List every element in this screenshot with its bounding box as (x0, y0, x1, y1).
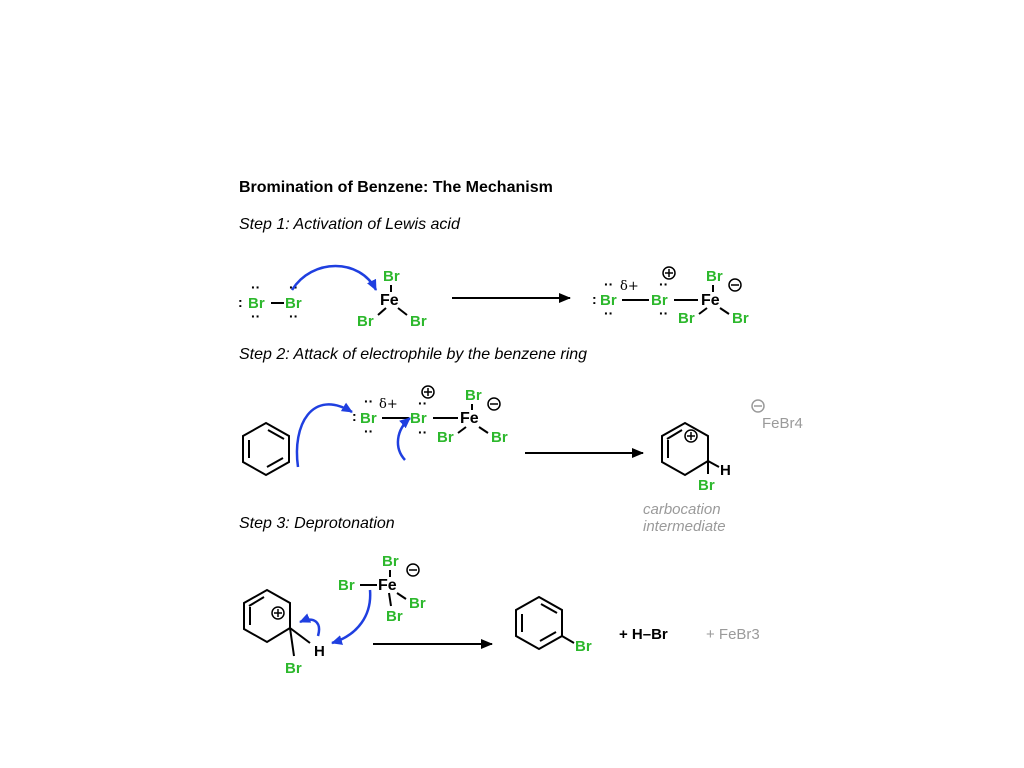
febr4-counterion: FeBr4 (751, 399, 803, 432)
bromine-atom: Br (248, 295, 265, 312)
lone-pair-dots: ·· (604, 276, 613, 292)
hydrogen-atom: H (720, 462, 731, 479)
single-bond (457, 426, 467, 434)
curly-arrow (331, 589, 372, 645)
lone-pair-dots: : (238, 294, 243, 310)
step-3-heading: Step 3: Deprotonation (239, 515, 395, 532)
curly-arrow (295, 402, 353, 468)
single-bond (377, 307, 387, 316)
lone-pair-dots: ·· (364, 393, 373, 409)
carbocation-ring: H Br (661, 421, 731, 494)
bromine-atom: Br (678, 310, 695, 327)
step-2-heading: Step 2: Attack of electrophile by the be… (239, 346, 588, 363)
curly-arrow (299, 613, 321, 637)
iron-atom: Fe (378, 577, 397, 594)
lone-pair-dots: ·· (418, 395, 427, 411)
partial-positive-charge: δ+ (620, 279, 639, 294)
hydrogen-atom: H (314, 643, 325, 660)
positive-charge-icon (421, 385, 435, 399)
bromine-atom: Br (285, 295, 302, 312)
bromine-atom: Br (706, 268, 723, 285)
bromobenzene-product: Br (515, 595, 592, 655)
single-bond (396, 592, 407, 600)
bromine-atom: Br (575, 638, 592, 655)
lone-pair-dots: ·· (251, 308, 260, 324)
partial-positive-charge: δ+ (379, 397, 398, 412)
curly-arrow (290, 264, 378, 291)
single-bond (478, 426, 489, 434)
step3-carbocation-ring: H Br (243, 588, 325, 677)
step1-bromine-molecule: : ·· ·· Br Br ·· ·· (238, 279, 302, 324)
lone-pair-dots: : (592, 291, 597, 307)
step1-febr3: Br Fe Br Br (357, 268, 427, 330)
positive-charge-icon (684, 429, 698, 443)
lone-pair-dots: ·· (418, 424, 427, 440)
single-bond (388, 592, 392, 607)
step2-electrophile-complex: : ·· ·· δ+ Br ·· ·· Br Br Fe Br Br (352, 385, 508, 446)
single-bond (698, 307, 708, 315)
lone-pair-dots: ·· (604, 305, 613, 321)
positive-charge-icon (271, 606, 285, 620)
positive-charge-icon (662, 266, 676, 280)
lone-pair-dots: ·· (364, 423, 373, 439)
curly-arrow (396, 417, 411, 461)
bromine-atom: Br (386, 608, 403, 625)
bromine-atom: Br (357, 313, 374, 330)
febr3-regenerated: + FeBr3 (706, 626, 760, 643)
page-title: Bromination of Benzene: The Mechanism (239, 179, 553, 196)
bromine-atom: Br (285, 660, 302, 677)
benzene-ring (242, 421, 290, 477)
febr4-text: FeBr4 (762, 415, 803, 432)
single-bond (289, 627, 311, 644)
iron-atom: Fe (460, 410, 479, 427)
iron-atom: Fe (701, 292, 720, 309)
lone-pair-dots: : (352, 408, 357, 424)
negative-charge-icon (487, 397, 501, 411)
lone-pair-dots: ·· (251, 279, 260, 295)
bromine-atom: Br (410, 313, 427, 330)
bromine-atom: Br (651, 292, 668, 309)
bromine-atom: Br (600, 292, 617, 309)
bromine-atom: Br (338, 577, 355, 594)
bromine-atom: Br (360, 410, 377, 427)
bromine-atom: Br (465, 387, 482, 404)
intermediate-caption: intermediate (643, 518, 726, 535)
bromine-atom: Br (382, 553, 399, 570)
negative-charge-icon (728, 278, 742, 292)
single-bond (289, 627, 295, 657)
step3-febr4-base: Br Br Fe Br Br (338, 553, 426, 625)
single-bond (397, 307, 408, 316)
step1-activated-complex: : ·· ·· δ+ Br ·· ·· Br Br Fe Br Br (592, 266, 749, 327)
lone-pair-dots: ·· (659, 276, 668, 292)
bromine-atom: Br (437, 429, 454, 446)
bromine-atom: Br (698, 477, 715, 494)
step-1-heading: Step 1: Activation of Lewis acid (239, 216, 460, 233)
febr4-label: FeBr4 (762, 415, 803, 432)
bromine-atom: Br (383, 268, 400, 285)
bromine-atom: Br (491, 429, 508, 446)
bromine-atom: Br (410, 410, 427, 427)
single-bond (561, 635, 575, 644)
negative-charge-icon (406, 563, 420, 577)
bromine-atom: Br (409, 595, 426, 612)
single-bond (719, 307, 730, 315)
iron-atom: Fe (380, 292, 399, 309)
single-bond (707, 460, 720, 468)
lone-pair-dots: ·· (659, 305, 668, 321)
negative-charge-icon (751, 399, 765, 413)
lone-pair-dots: ·· (289, 308, 298, 324)
hbr-byproduct: + H–Br (619, 626, 668, 643)
bromine-atom: Br (732, 310, 749, 327)
carbocation-caption: carbocation (643, 501, 721, 518)
